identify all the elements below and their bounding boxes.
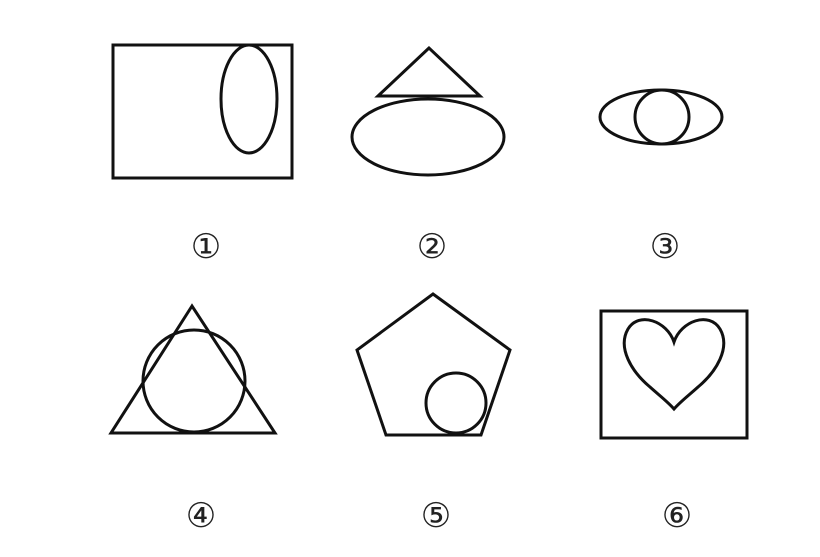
figure-1-rectangle — [111, 43, 294, 180]
figure-4: ④ — [108, 303, 278, 536]
figure-6-heart — [622, 318, 726, 412]
figure-4-label: ④ — [186, 496, 216, 536]
figure-2: ② — [350, 45, 506, 267]
figure-1-ellipse — [219, 43, 279, 155]
figure-3-label: ③ — [650, 227, 680, 267]
figure-3-ellipse — [598, 88, 724, 146]
figure-5: ⑤ — [355, 292, 512, 536]
figure-3-circle — [633, 88, 691, 146]
figure-5-circle — [424, 371, 488, 435]
figure-1: ① — [111, 43, 294, 267]
figure-6: ⑥ — [599, 309, 749, 536]
figure-5-pentagon — [355, 292, 512, 437]
figure-2-triangle — [374, 45, 484, 98]
figure-6-rectangle — [599, 309, 749, 440]
figure-6-label: ⑥ — [662, 496, 692, 536]
figure-5-label: ⑤ — [421, 496, 451, 536]
figure-3: ③ — [598, 88, 724, 267]
figure-2-ellipse — [350, 97, 506, 177]
figure-1-label: ① — [191, 227, 221, 267]
figure-4-triangle — [108, 303, 278, 435]
figure-2-label: ② — [417, 227, 447, 267]
figure-4-circle — [141, 328, 247, 434]
